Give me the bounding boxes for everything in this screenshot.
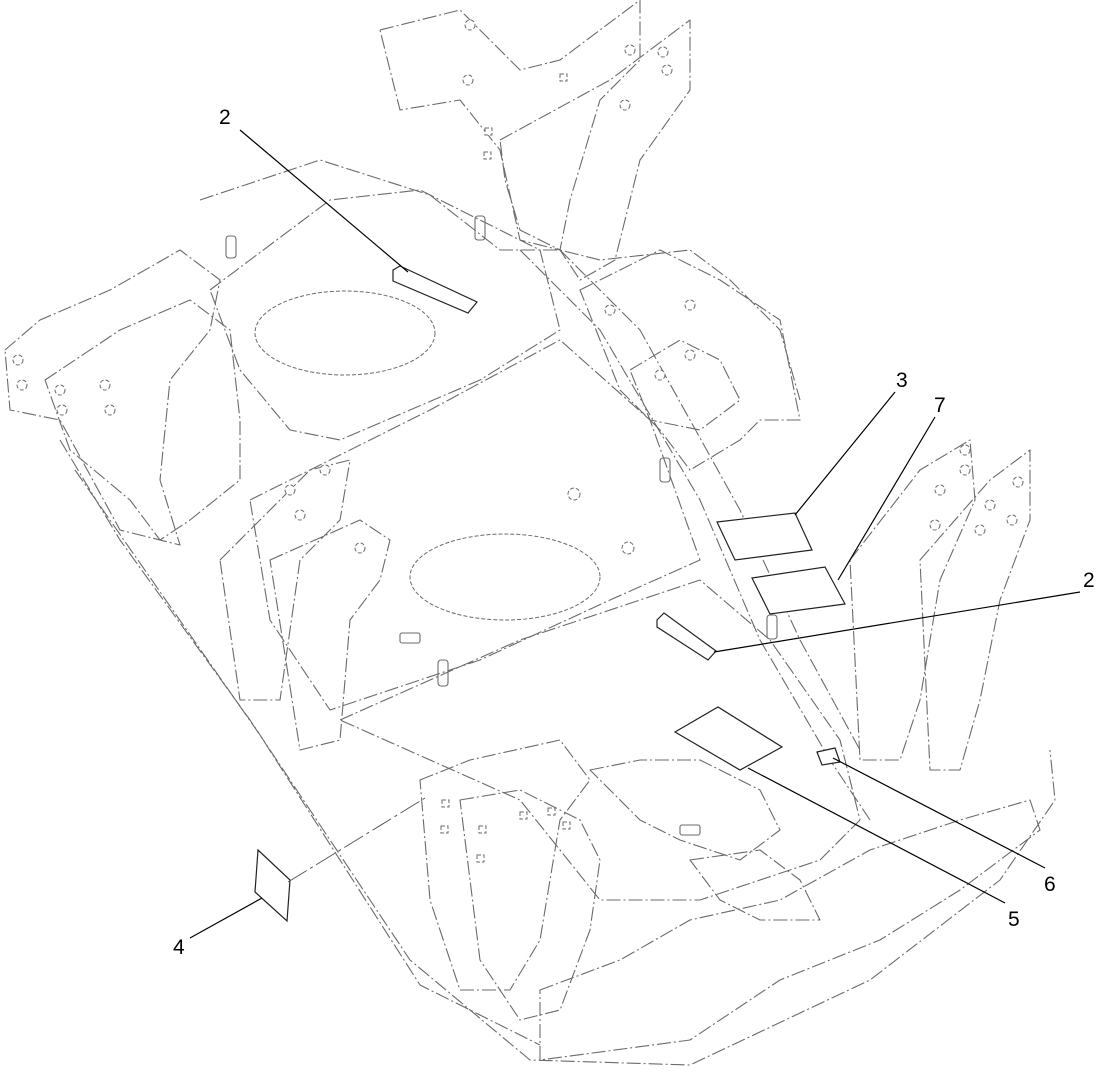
center-cross-member <box>249 339 701 711</box>
decal-6 <box>816 747 841 766</box>
right-long-rail-2 <box>559 249 861 751</box>
leader-5 <box>747 767 1006 904</box>
callout-3: 3 <box>896 369 908 392</box>
right-upper-bracket-2 <box>629 339 741 431</box>
decal-2-upper <box>392 265 478 314</box>
callout-7: 7 <box>934 394 946 417</box>
front-left-bracket <box>419 739 591 991</box>
leader-4 <box>189 897 263 939</box>
leader-2-top <box>239 129 409 273</box>
bracket-slots <box>440 73 571 863</box>
left-bracket-outer <box>4 249 221 546</box>
leader-6 <box>832 757 1046 869</box>
frame-assembly <box>4 0 1056 1066</box>
left-bracket-inner <box>44 299 241 541</box>
upper-deck-opening <box>254 290 436 376</box>
rear-upright-plate <box>379 0 641 251</box>
mid-left-bracket <box>219 459 351 701</box>
decal-3 <box>716 512 813 561</box>
decal-7 <box>751 566 846 615</box>
decal-5 <box>673 706 784 771</box>
upper-deck-plate <box>209 189 561 441</box>
front-base-plate <box>539 799 1041 1061</box>
frame-left-rail-inner <box>74 469 541 1046</box>
front-left-bracket-2 <box>459 789 601 1021</box>
right-upright-a <box>849 439 976 761</box>
right-long-rail <box>519 249 871 821</box>
right-upper-bracket <box>579 249 801 471</box>
center-shroud-2 <box>689 849 821 921</box>
decal-2-lower <box>656 612 717 661</box>
callout-5: 5 <box>1008 908 1020 931</box>
callout-2-top: 2 <box>219 106 231 129</box>
leader-3 <box>794 391 896 516</box>
leader-lines <box>189 129 1081 939</box>
frame-left-rail <box>59 439 1056 1066</box>
mid-left-bracket-2 <box>269 519 391 751</box>
decals <box>254 265 846 923</box>
callout-labels: 2 3 7 2 6 5 4 <box>173 106 1095 959</box>
right-upright-b <box>919 449 1031 771</box>
decal-4 <box>254 848 291 923</box>
leader-7 <box>837 416 936 581</box>
leader-2-right <box>713 591 1081 653</box>
callout-6: 6 <box>1044 873 1056 896</box>
rear-upright-plate-2 <box>499 19 691 281</box>
decal-4-projection-line <box>287 797 426 883</box>
callout-4: 4 <box>173 936 185 959</box>
bracket-holes <box>12 19 1024 555</box>
center-opening <box>409 533 601 621</box>
callout-2-right: 2 <box>1083 569 1095 592</box>
upper-back-wall <box>199 159 801 401</box>
lower-deck-plate <box>339 579 861 901</box>
studs <box>225 215 778 836</box>
center-shroud <box>589 759 781 861</box>
